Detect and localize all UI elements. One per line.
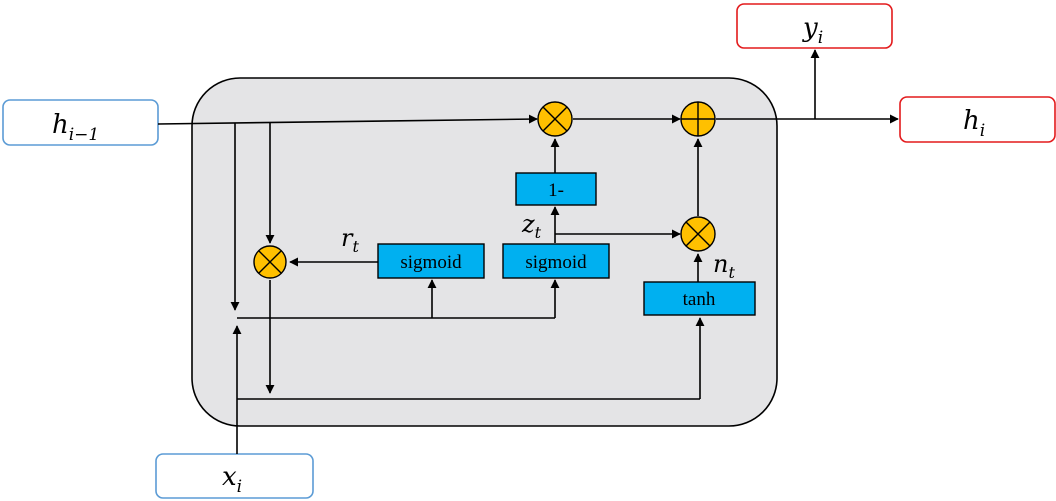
h-out-label: hi — [963, 106, 985, 141]
add-icon — [680, 101, 716, 137]
top-multiply-icon — [537, 101, 573, 137]
one-minus-label: 1- — [548, 180, 564, 201]
reset-sigmoid-label: sigmoid — [400, 252, 462, 273]
h-prev-label: hi−1 — [52, 110, 99, 145]
output-y: yi — [736, 3, 893, 49]
output-h: hi — [899, 96, 1056, 143]
x-label: xi — [222, 462, 242, 497]
input-x: xi — [155, 453, 314, 499]
y-label: yi — [802, 13, 823, 48]
n-t-label: nt — [713, 250, 735, 282]
reset-sigmoid-gate: sigmoid — [377, 243, 485, 279]
z-t-label: zt — [521, 210, 542, 242]
tanh-label: tanh — [683, 289, 716, 310]
one-minus-gate: 1- — [515, 172, 597, 206]
update-sigmoid-gate: sigmoid — [502, 243, 610, 279]
wires — [157, 49, 899, 454]
input-h-prev: hi−1 — [2, 99, 159, 146]
r-t-label: rt — [341, 224, 359, 256]
n-multiply-icon — [680, 216, 716, 252]
tanh-gate: tanh — [643, 281, 756, 316]
update-sigmoid-label: sigmoid — [525, 252, 587, 273]
reset-multiply-icon — [253, 245, 287, 279]
